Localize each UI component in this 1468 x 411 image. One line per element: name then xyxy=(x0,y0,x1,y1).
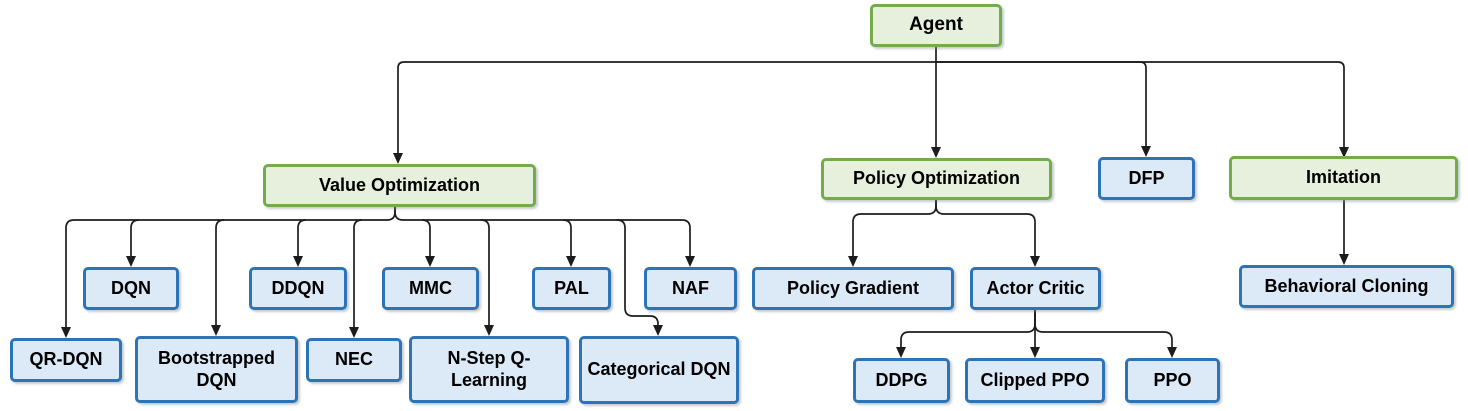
edge-value-optimization-nec xyxy=(349,219,363,338)
node-dfp: DFP xyxy=(1098,157,1195,200)
node-policy-optimization: Policy Optimization xyxy=(821,158,1052,200)
edge-agent-value-optimization xyxy=(393,61,936,164)
node-ddqn: DDQN xyxy=(249,267,347,310)
node-ppo: PPO xyxy=(1125,358,1220,403)
edge-value-optimization-n-step-q-learning xyxy=(480,219,494,336)
node-ddpg: DDPG xyxy=(853,358,950,403)
node-imitation: Imitation xyxy=(1229,156,1458,200)
edge-value-optimization-pal xyxy=(562,219,576,267)
node-naf: NAF xyxy=(644,267,737,310)
node-qr-dqn: QR-DQN xyxy=(10,338,122,382)
node-value-optimization: Value Optimization xyxy=(263,164,536,207)
edge-agent-dfp xyxy=(936,61,1151,157)
edge-value-optimization-bootstrapped-dqn xyxy=(211,219,225,336)
edge-value-optimization-mmc xyxy=(421,219,435,267)
node-behavioral-cloning: Behavioral Cloning xyxy=(1239,265,1454,308)
node-actor-critic: Actor Critic xyxy=(970,267,1101,310)
node-bootstrapped-dqn: Bootstrapped DQN xyxy=(135,336,298,403)
node-clipped-ppo: Clipped PPO xyxy=(965,358,1105,403)
edge-value-optimization-dqn xyxy=(126,219,140,267)
edge-actor-critic-ddpg xyxy=(896,310,1036,358)
edge-agent-imitation xyxy=(936,61,1349,158)
node-nec: NEC xyxy=(306,338,402,382)
edge-actor-critic-ppo xyxy=(1034,310,1177,358)
edge-value-optimization-ddqn xyxy=(293,219,307,267)
node-pal: PAL xyxy=(532,267,611,310)
node-agent: Agent xyxy=(870,4,1002,47)
edge-value-optimization-categorical-dqn xyxy=(616,219,663,336)
edge-value-optimization-naf xyxy=(394,207,695,267)
node-mmc: MMC xyxy=(382,267,479,310)
node-policy-gradient: Policy Gradient xyxy=(752,267,954,310)
node-n-step-q-learning: N-Step Q-Learning xyxy=(409,336,569,403)
node-categorical-dqn: Categorical DQN xyxy=(579,336,739,404)
edge-policy-optimization-actor-critic xyxy=(935,200,1040,267)
edge-policy-optimization-policy-gradient xyxy=(848,200,937,267)
node-dqn: DQN xyxy=(83,267,179,310)
